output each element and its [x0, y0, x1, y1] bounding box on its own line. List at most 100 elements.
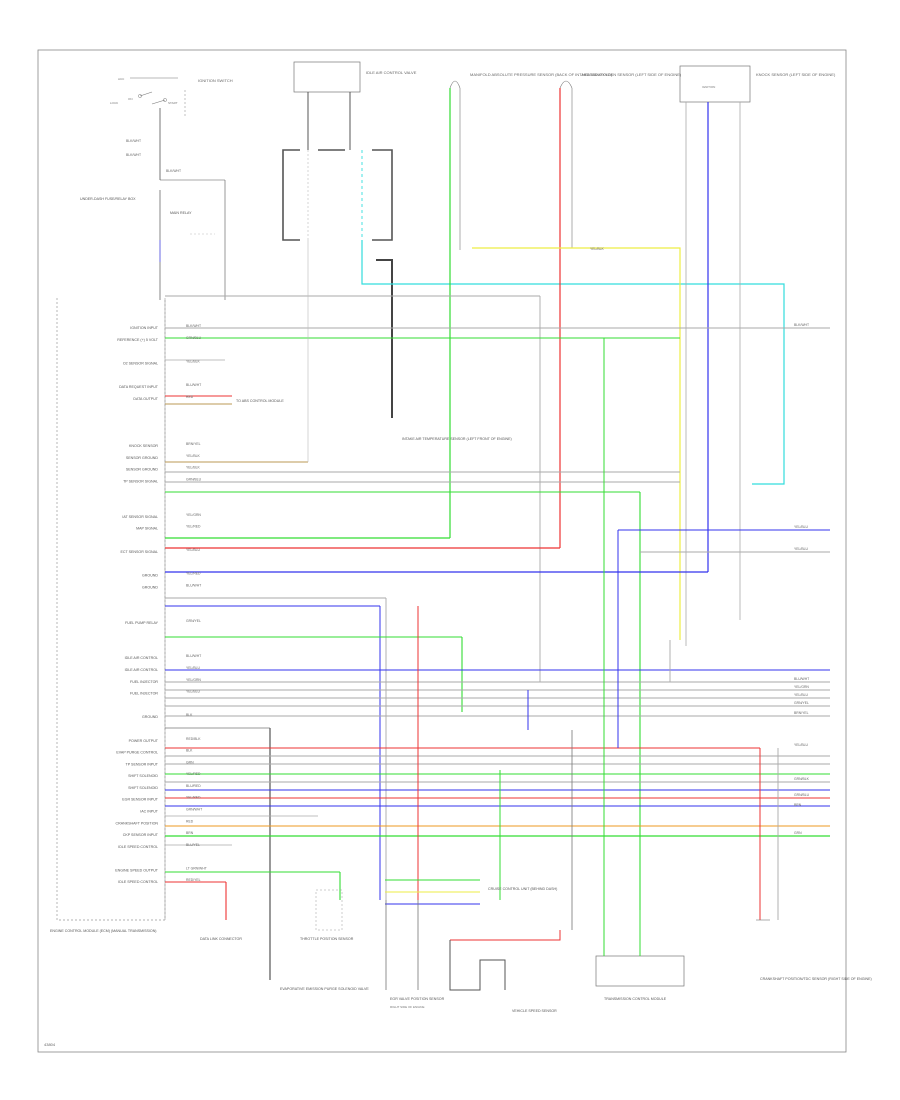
ignition-position-start: START — [168, 101, 178, 105]
ecm-pin-label: DATA OUTPUT — [133, 397, 158, 401]
evap-valve: EVAPORATIVE EMISSION PURGE SOLENOID VALV… — [280, 987, 369, 991]
tcm: TRANSMISSION CONTROL MODULE — [595, 910, 685, 1001]
ecm-pin-wire-labels: BLK/WHT GRN/BLU YEL/BLK BLU/WHT RED BRN/YEL YE… — [186, 324, 207, 882]
right-wire-label: BLK/WHT — [794, 323, 809, 327]
egr-label: EGR VALVE POSITION SENSOR — [390, 997, 445, 1001]
ecm-pin-label: FUEL PUMP RELAY — [125, 621, 158, 625]
ecm-pin-wire-label: YEL/GRN — [186, 513, 201, 517]
right-wire-labels: BLK/WHT YEL/BLU YEL/BLU BLU/WHT YEL/GRN YEL/B… — [794, 323, 810, 835]
egr-valve: EGR VALVE POSITION SENSOR RIGHT SIDE OF … — [390, 997, 445, 1009]
ign-wire-label-b: BLK/WHT — [126, 153, 141, 157]
map-sensor-connector: MANIFOLD ABSOLUTE PRESSURE SENSOR (BACK … — [449, 72, 613, 538]
fuse-relay-label: UNDER-DASH FUSE/RELAY BOX — [80, 197, 136, 201]
ecm-pin-label: GROUND — [142, 715, 158, 719]
ecm-pin-wire-label: GRN/BLU — [186, 336, 202, 340]
ecm-pin-wire-label: YEL/BLU — [186, 690, 200, 694]
ecm-pin-wire-label: BLK — [186, 713, 193, 717]
fuse-relay-box: UNDER-DASH FUSE/RELAY BOX MAIN RELAY — [80, 179, 226, 300]
ecm-pin-wire-label: RED — [186, 395, 194, 399]
knock-sensor-label: KNOCK SENSOR (LEFT SIDE OF ENGINE) — [756, 72, 836, 77]
ecm-pin-wire-label: BLU/WHT — [186, 654, 201, 658]
ecm-pin-wire-label: BLU/RED — [186, 784, 201, 788]
crankshaft-label: CRANKSHAFT POSITION/TDC SENSOR (RIGHT SI… — [760, 977, 872, 981]
ecm-pin-wire-label: LT GRN/WHT — [186, 866, 207, 870]
right-wire-label: YEL/BLU — [794, 743, 808, 747]
right-wire-label: YEL/BLU — [794, 525, 808, 529]
diagram-frame — [37, 49, 847, 1053]
ignition-position-lock: LOCK — [110, 101, 118, 105]
ecm-pin-label: GROUND — [142, 574, 158, 578]
ign-wire-label-c: BLK/WHT — [166, 169, 181, 173]
right-wire-label: BRN — [794, 803, 802, 807]
ecm-pin-wire-label: RED — [186, 819, 194, 823]
ecm-pin-label: KNOCK SENSOR — [129, 444, 158, 448]
ecm-pin-label: GROUND — [142, 586, 158, 590]
right-wire-label: YEL/BLU — [794, 693, 808, 697]
vss-label: VEHICLE SPEED SENSOR — [512, 1009, 557, 1013]
ecm-pin-label: CRANKSHAFT POSITION — [116, 821, 159, 825]
ecm-pin-label: ENGINE SPEED OUTPUT — [115, 868, 159, 872]
ignition-position-on: ON — [128, 97, 133, 101]
ecm-pin-wire-label: BLU/WHT — [186, 383, 201, 387]
right-wire-label: GRN/BLU — [794, 793, 810, 797]
ecm-pin-wire-label: YEL/RED — [186, 772, 201, 776]
ecm-pin-wire-label: BRN/YEL — [186, 442, 201, 446]
cruise-label: CRUISE CONTROL UNIT (BEHIND DASH) — [488, 887, 557, 891]
ecm-pin-label: FUEL INJECTOR — [130, 680, 158, 684]
ecm-pin-wire-label: YEL/GRN — [186, 678, 201, 682]
ecm-pin-wire-label: GRN/WHT — [186, 807, 202, 811]
ecm-pin-label: IDLE SPEED CONTROL — [118, 845, 158, 849]
iac-label: IDLE AIR CONTROL VALVE — [366, 70, 417, 75]
knock-sensor-box: IGNITION KNOCK SENSOR (LEFT SIDE OF ENGI… — [679, 65, 836, 646]
ecm-pin-label: SHIFT SOLENOID — [128, 786, 158, 790]
main-relay-label: MAIN RELAY — [170, 211, 192, 215]
ecm-pin-wire-label: BLU/YEL — [186, 843, 200, 847]
yellow-wire-label-2: YEL/BLK — [590, 247, 604, 251]
idle-air-control-valve: IDLE AIR CONTROL VALVE INTAKE AIR TEMPER… — [282, 61, 512, 441]
right-wire-label: YEL/GRN — [794, 685, 809, 689]
vss: VEHICLE SPEED SENSOR — [512, 1009, 557, 1013]
ecm-pin-wire-label: BLK — [186, 749, 193, 753]
right-wire-label: BRN/YEL — [794, 711, 809, 715]
ign-wire-label-a: BLK/WHT — [126, 139, 141, 143]
tps-label: THROTTLE POSITION SENSOR — [300, 937, 354, 941]
right-wire-label: BLU/WHT — [794, 677, 809, 681]
ecm-pin-wire-label: YEL/RED — [186, 525, 201, 529]
ecm-pin-label: IGNITION INPUT — [130, 326, 159, 330]
ecm-wires — [165, 240, 830, 991]
ecm-pin-label: SHIFT SOLENOID — [128, 774, 158, 778]
ignition-switch-label: IGNITION SWITCH — [198, 78, 233, 83]
ecm-pin-label: EGR SENSOR INPUT — [122, 798, 159, 802]
tcm-label: TRANSMISSION CONTROL MODULE — [604, 997, 667, 1001]
ecm-pin-wire-label: YEL/BLU — [186, 548, 200, 552]
knock-box-label: IGNITION — [702, 85, 715, 89]
ignition-position-acc: ACC — [118, 77, 125, 81]
ecm-pin-label: DATA REQUEST INPUT — [119, 385, 159, 389]
evap-label: EVAPORATIVE EMISSION PURGE SOLENOID VALV… — [280, 987, 369, 991]
cruise-control: CRUISE CONTROL UNIT (BEHIND DASH) — [488, 887, 557, 891]
abs-reference: TO ABS CONTROL MODULE — [236, 399, 284, 403]
ecm-pin-wire-label: YEL/RED — [186, 572, 201, 576]
ecm-pin-label: IAC INPUT — [140, 809, 159, 813]
ecm-pin-label: REFERENCE (+) 5 VOLT — [117, 338, 159, 342]
ecm-pin-label: IAT SENSOR SIGNAL — [122, 515, 158, 519]
ecm-pin-wire-label: RED/YEL — [186, 878, 201, 882]
iat-sensor-label: INTAKE AIR TEMPERATURE SENSOR (LEFT FRON… — [402, 437, 512, 441]
ecm-pin-label: FUEL INJECTOR — [130, 692, 158, 696]
ecm-pin-wire-label: YEL/BLK — [186, 466, 200, 470]
egr-sub: RIGHT SIDE OF ENGINE — [390, 1005, 424, 1009]
ecm-pin-wire-label: YEL/BLU — [186, 666, 200, 670]
ecm-pin-wire-label: GRN/YEL — [186, 619, 201, 623]
ecm-pin-label: IDLE AIR CONTROL — [125, 656, 158, 660]
right-wire-label: GRN — [794, 831, 802, 835]
ecm-pin-wire-label: BLU/WHT — [186, 584, 201, 588]
ecm-pin-wire-label: BLK/WHT — [186, 324, 201, 328]
figure-id: 43804 — [44, 1042, 56, 1047]
data-link-label: DATA LINK CONNECTOR — [200, 937, 242, 941]
ecm-pin-label: SENSOR GROUND — [126, 456, 159, 460]
map-sensor-label: MANIFOLD ABSOLUTE PRESSURE SENSOR (BACK … — [470, 72, 613, 77]
ecm-pin-wire-label: RED/BLK — [186, 737, 201, 741]
ecm-box — [56, 298, 166, 921]
